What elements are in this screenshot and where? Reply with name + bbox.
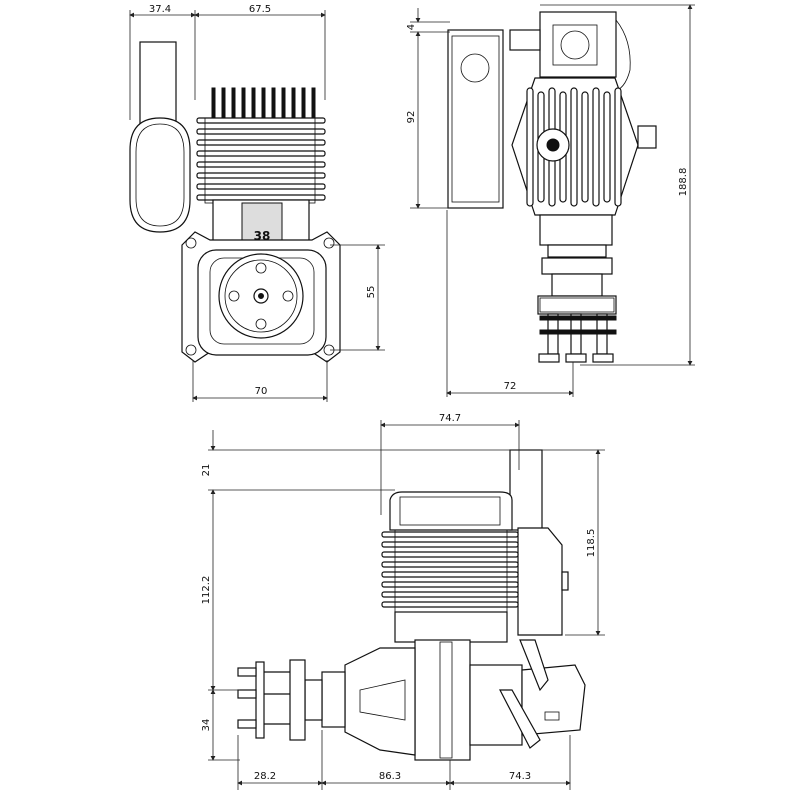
muffler	[447, 29, 504, 209]
side-view: 4 92 188.8 72	[406, 4, 695, 397]
cooling-fin	[301, 87, 306, 119]
cooling-fin	[196, 161, 326, 168]
dim-label: 92	[406, 111, 417, 124]
dim-label: 118.5	[586, 529, 597, 558]
cooling-fin	[241, 87, 246, 119]
cooling-fin	[196, 183, 326, 190]
top-view: 74.7 21 112.2 34 118.5 28.2 86.3 74.3	[201, 413, 605, 790]
cooling-fin	[614, 87, 622, 207]
cooling-fin	[196, 194, 326, 201]
crankcase: 38	[181, 199, 341, 363]
cooling-fin	[381, 571, 519, 578]
dim-label: 72	[504, 381, 517, 392]
cooling-fin	[381, 541, 519, 548]
cooling-fin	[261, 87, 266, 119]
dim-label: 55	[366, 286, 377, 299]
dim-label: 67.5	[249, 4, 271, 15]
cylinder-fins	[196, 87, 326, 204]
dim-label: 188.8	[678, 168, 689, 197]
cooling-fin	[381, 551, 519, 558]
dim-label: 74.3	[509, 771, 531, 782]
dimension-lines	[410, 4, 695, 397]
prop-bolts	[538, 313, 617, 363]
muffler	[129, 41, 191, 233]
dimension-lines	[129, 10, 385, 402]
cooling-fin	[196, 117, 326, 124]
cooling-fin	[291, 87, 296, 119]
dim-label: 74.7	[439, 413, 461, 424]
dimension-lines	[208, 420, 605, 790]
cooling-fin	[603, 91, 611, 203]
front-view: 38 37.4 67.5 55 70	[129, 4, 385, 402]
cooling-fin	[251, 87, 256, 119]
dim-label: 37.4	[149, 4, 171, 15]
muffler	[509, 449, 569, 636]
cooling-fin	[196, 150, 326, 157]
cooling-fin	[271, 87, 276, 119]
cooling-fin	[196, 139, 326, 146]
cooling-fin	[381, 561, 519, 568]
prop-hub	[237, 659, 306, 741]
cooling-fin	[221, 87, 226, 119]
cooling-fin	[581, 91, 589, 203]
cooling-fin	[592, 87, 600, 207]
cooling-fin	[526, 87, 534, 207]
cooling-fin	[381, 531, 519, 538]
dim-label: 21	[201, 464, 212, 477]
dim-label: 4	[406, 24, 417, 30]
cylinder-head	[511, 77, 657, 216]
cooling-fin	[381, 601, 519, 608]
dim-label: 86.3	[379, 771, 401, 782]
cooling-fin	[196, 128, 326, 135]
dim-label: 70	[255, 386, 268, 397]
crankcase	[537, 214, 617, 315]
cooling-fin	[311, 87, 316, 119]
cooling-fin	[281, 87, 286, 119]
cooling-fin	[381, 581, 519, 588]
cylinder	[381, 491, 519, 643]
cooling-fin	[570, 87, 578, 207]
cooling-fin	[381, 591, 519, 598]
dim-label: 28.2	[254, 771, 276, 782]
carburetor	[509, 11, 631, 93]
cooling-fin	[211, 87, 216, 119]
cooling-fin	[231, 87, 236, 119]
cooling-fin	[196, 172, 326, 179]
dim-label: 112.2	[201, 576, 212, 605]
crankcase	[304, 639, 586, 761]
dim-label: 34	[201, 719, 212, 732]
